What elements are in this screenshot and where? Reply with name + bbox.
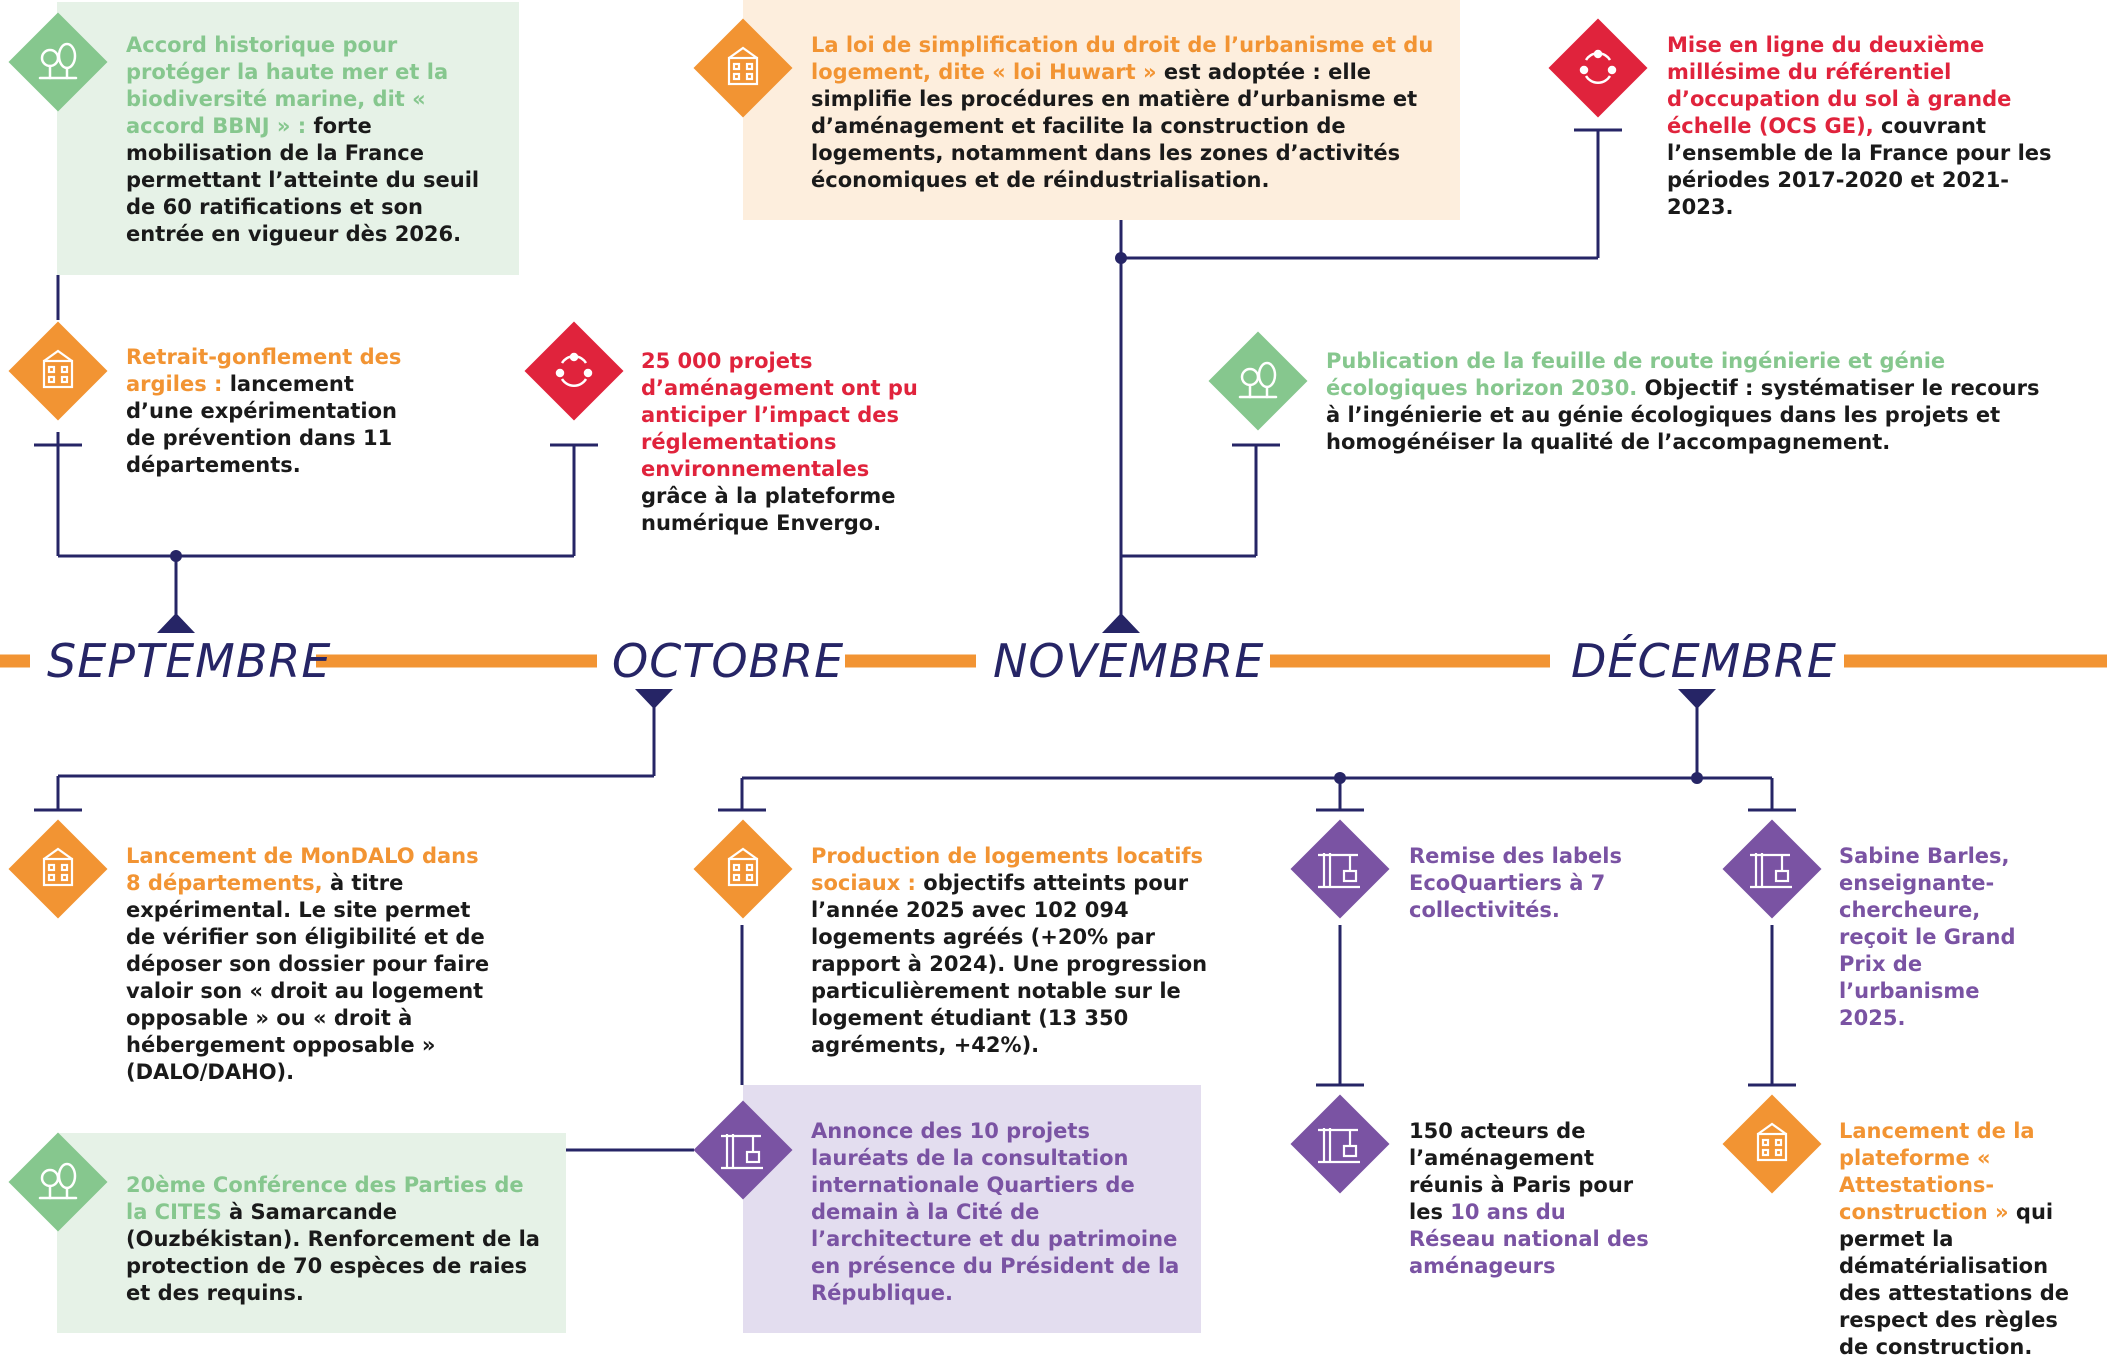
bbnj-box	[57, 2, 519, 275]
trees-icon	[1208, 331, 1308, 431]
crane-icon	[693, 1100, 793, 1200]
crane-icon	[1722, 819, 1822, 919]
event-ingenierie: Publication de la feuille de route ingén…	[1326, 348, 2046, 456]
event-quartiers: Annonce des 10 projets lauréats de la co…	[811, 1118, 1186, 1307]
quartiers-box	[743, 1085, 1201, 1333]
event-huwart: La loi de simplification du droit de l’u…	[811, 32, 1441, 194]
event-amenageurs-pre: 150 acteurs de l’aménagement réunis à Pa…	[1409, 1119, 1634, 1224]
month-decembre: DÉCEMBRE	[1571, 634, 1837, 688]
event-cites: 20ème Conférence des Parties de la CITES…	[126, 1172, 546, 1307]
event-ocsge-title: Mise en ligne du deuxième millésime du r…	[1667, 33, 2012, 138]
event-logements-title: Production de logements locatifs sociaux…	[811, 844, 1204, 895]
month-novembre: NOVEMBRE	[993, 634, 1265, 688]
month-octobre: OCTOBRE	[612, 634, 845, 688]
cites-box	[57, 1133, 566, 1333]
event-envergo-text: grâce à la plateforme numérique Envergo.	[641, 484, 896, 535]
event-argiles: Retrait-gonflement des argiles : lanceme…	[126, 344, 426, 479]
event-argiles-text: lancement d’une expérimentation de préve…	[126, 372, 397, 477]
cycle-icon	[524, 321, 624, 421]
event-mondalo: Lancement de MonDALO dans 8 départements…	[126, 843, 496, 1086]
event-barles: Sabine Barles, enseignante-chercheure, r…	[1839, 843, 2049, 1032]
event-logements-text: objectifs atteints pour l’année 2025 ave…	[811, 871, 1208, 1057]
month-septembre: SEPTEMBRE	[47, 634, 332, 688]
event-ecoquartiers: Remise des labels EcoQuartiers à 7 colle…	[1409, 843, 1649, 924]
event-quartiers-title: Annonce des 10 projets lauréats de la co…	[811, 1119, 1180, 1305]
cycle-icon	[1548, 18, 1648, 118]
building-icon	[8, 321, 108, 421]
event-cites-text: à Samarcande (Ouzbékistan). Renforcement…	[126, 1200, 540, 1305]
event-mondalo-text: à titre expérimental. Le site permet de …	[126, 871, 490, 1084]
building-icon	[1722, 1094, 1822, 1194]
event-cites-title: 20ème Conférence des Parties de la CITES	[126, 1173, 524, 1224]
event-amenageurs-title: 10 ans du Réseau national des aménageurs	[1409, 1200, 1649, 1278]
event-barles-title: Sabine Barles, enseignante-chercheure, r…	[1839, 844, 2016, 1030]
event-attestations: Lancement de la plateforme « Attestation…	[1839, 1118, 2079, 1361]
event-huwart-title: La loi de simplification du droit de l’u…	[811, 33, 1434, 84]
event-ingenierie-text: Objectif : systématiser le recours à l’i…	[1326, 376, 2040, 454]
event-bbnj: Accord historique pour protéger la haute…	[126, 32, 496, 248]
crane-icon	[1290, 1094, 1390, 1194]
trees-icon	[8, 1132, 108, 1232]
event-ingenierie-title: Publication de la feuille de route ingén…	[1326, 349, 1946, 400]
huwart-box	[743, 0, 1460, 220]
crane-icon	[1290, 819, 1390, 919]
building-icon	[693, 18, 793, 118]
trees-icon	[8, 12, 108, 112]
event-bbnj-text: forte mobilisation de la France permetta…	[126, 114, 480, 246]
event-bbnj-title: Accord historique pour protéger la haute…	[126, 33, 449, 138]
event-argiles-title: Retrait-gonflement des argiles :	[126, 345, 402, 396]
event-envergo-title: 25 000 projets d’aménagement ont pu anti…	[641, 349, 918, 481]
event-ocsge-text: couvrant l’ensemble de la France pour le…	[1667, 114, 2052, 219]
event-attestations-text: qui permet la dématérialisation des atte…	[1839, 1200, 2069, 1359]
event-logements: Production de logements locatifs sociaux…	[811, 843, 1211, 1059]
event-envergo: 25 000 projets d’aménagement ont pu anti…	[641, 348, 941, 537]
event-ecoquartiers-title: Remise des labels EcoQuartiers à 7 colle…	[1409, 844, 1622, 922]
event-huwart-text: est adoptée : elle simplifie les procédu…	[811, 60, 1418, 192]
building-icon	[693, 819, 793, 919]
building-icon	[8, 819, 108, 919]
event-mondalo-title: Lancement de MonDALO dans 8 départements…	[126, 844, 479, 895]
event-attestations-title: Lancement de la plateforme « Attestation…	[1839, 1119, 2035, 1224]
event-amenageurs: 150 acteurs de l’aménagement réunis à Pa…	[1409, 1118, 1649, 1280]
event-ocsge: Mise en ligne du deuxième millésime du r…	[1667, 32, 2067, 221]
